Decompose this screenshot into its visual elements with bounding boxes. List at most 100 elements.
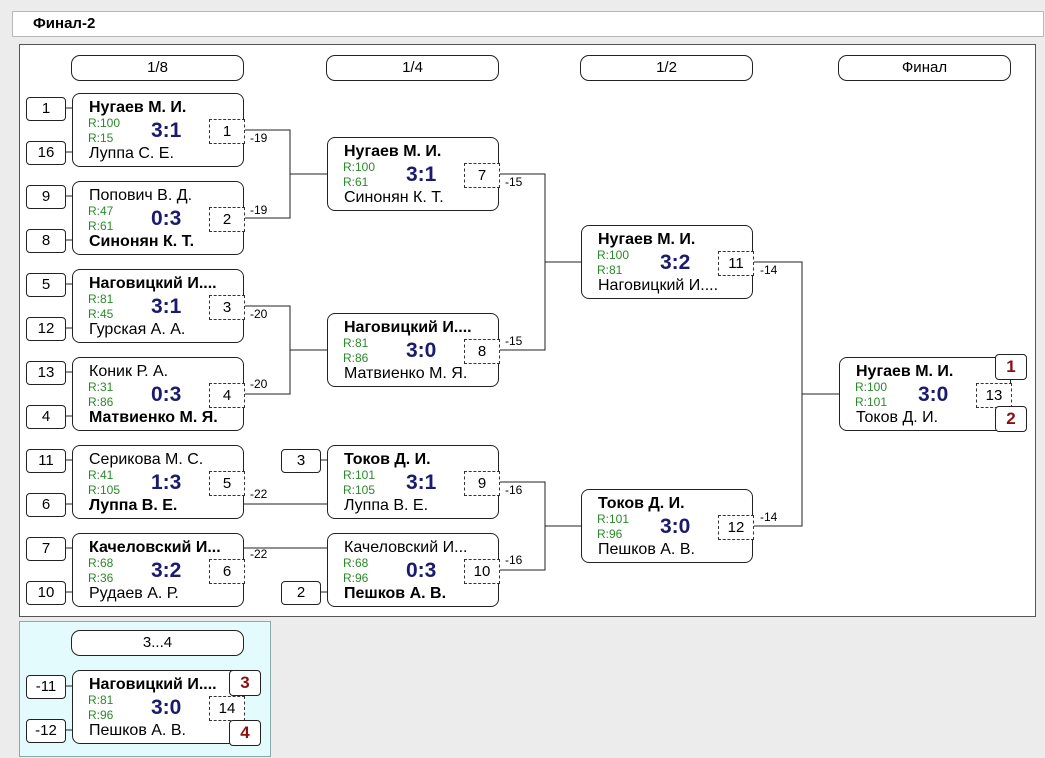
window-title-bar: Финал-2	[12, 11, 1044, 37]
match-card[interactable]: Попович В. Д. R:47 R:61 0:3 2 Синонян К.…	[72, 181, 245, 255]
match-score: 1:3	[151, 471, 182, 494]
match-number: 12	[718, 515, 754, 540]
player-bottom: Матвиенко М. Я.	[344, 365, 468, 382]
rating-bottom: R:36	[88, 571, 114, 585]
seed-number: 5	[26, 273, 66, 297]
seed-number: 13	[26, 361, 66, 385]
match-number: 2	[209, 207, 245, 232]
seed-number: 10	[26, 581, 66, 605]
match-number: 10	[464, 559, 500, 584]
match-score: 3:1	[406, 471, 437, 494]
rating-bottom: R:96	[88, 708, 114, 722]
match-card[interactable]: Нугаев М. И. R:100 R:15 3:1 1 Луппа С. Е…	[72, 93, 245, 167]
match-number: 9	[464, 471, 500, 496]
match-score: 3:1	[151, 295, 182, 318]
player-bottom: Токов Д. И.	[856, 409, 939, 426]
player-bottom: Синонян К. Т.	[89, 233, 195, 250]
match-score: 3:1	[151, 119, 182, 142]
match-score: 3:0	[660, 515, 691, 538]
player-bottom: Синонян К. Т.	[344, 189, 444, 206]
seed-number: 1	[26, 97, 66, 121]
seed-number: 7	[26, 537, 66, 561]
rating-bottom: R:81	[597, 263, 623, 277]
rating-top: R:81	[343, 336, 369, 350]
match-card[interactable]: Серикова М. С. R:41 R:105 1:3 5 Луппа В.…	[72, 445, 245, 519]
player-bottom: Наговицкий И....	[598, 277, 719, 294]
player-top: Токов Д. И.	[344, 451, 431, 468]
round-header-1-4[interactable]: 1/4	[326, 55, 499, 81]
match-card-final[interactable]: Нугаев М. И. R:100 R:101 3:0 13 Токов Д.…	[839, 357, 1012, 431]
rating-top: R:81	[88, 693, 114, 707]
match-score: 0:3	[406, 559, 437, 582]
loser-label: -22	[250, 547, 268, 561]
match-card[interactable]: Нугаев М. И. R:100 R:61 3:1 7 Синонян К.…	[327, 137, 500, 211]
loser-label: -20	[250, 377, 268, 391]
match-score: 0:3	[151, 207, 182, 230]
rating-top: R:101	[343, 468, 376, 482]
match-card[interactable]: Качеловский И... R:68 R:36 3:2 6 Рудаев …	[72, 533, 245, 607]
rating-top: R:100	[343, 160, 376, 174]
match-card[interactable]: Нугаев М. И. R:100 R:81 3:2 11 Наговицки…	[581, 225, 754, 299]
place-badge: 3	[229, 670, 261, 696]
rating-top: R:68	[88, 556, 114, 570]
match-score: 3:2	[151, 559, 182, 582]
loser-label: -19	[250, 203, 268, 217]
window-title: Финал-2	[33, 15, 96, 32]
place-badge: 1	[995, 354, 1027, 380]
loser-label: -19	[250, 131, 268, 145]
player-top: Нугаев М. И.	[598, 231, 696, 248]
match-score: 3:2	[660, 251, 691, 274]
round-header-1-2[interactable]: 1/2	[580, 55, 753, 81]
rating-top: R:101	[597, 512, 630, 526]
match-card[interactable]: Коник Р. А. R:31 R:86 0:3 4 Матвиенко М.…	[72, 357, 245, 431]
round-header-3-4[interactable]: 3...4	[71, 630, 244, 656]
rating-bottom: R:86	[88, 395, 114, 409]
match-card[interactable]: Наговицкий И.... R:81 R:86 3:0 8 Матвиен…	[327, 313, 500, 387]
rating-top: R:81	[88, 292, 114, 306]
seed-number: 8	[26, 229, 66, 253]
player-top: Коник Р. А.	[89, 363, 169, 380]
seed-number: 12	[26, 317, 66, 341]
loser-label: -15	[505, 175, 523, 189]
match-card[interactable]: Наговицкий И.... R:81 R:45 3:1 3 Гурская…	[72, 269, 245, 343]
place-badge: 2	[995, 406, 1027, 432]
rating-bottom: R:96	[597, 527, 623, 541]
match-card[interactable]: Токов Д. И. R:101 R:96 3:0 12 Пешков А. …	[581, 489, 754, 563]
match-score: 3:0	[406, 339, 437, 362]
player-top: Наговицкий И....	[89, 275, 217, 292]
rating-top: R:47	[88, 204, 114, 218]
match-card[interactable]: Токов Д. И. R:101 R:105 3:1 9 Луппа В. Е…	[327, 445, 500, 519]
place-badge: 4	[229, 720, 261, 746]
rating-bottom: R:61	[343, 175, 369, 189]
rating-top: R:100	[597, 248, 630, 262]
loser-label: -16	[505, 553, 523, 567]
match-card-third-place[interactable]: Наговицкий И.... R:81 R:96 3:0 14 Пешков…	[72, 670, 245, 744]
seed-number: 6	[26, 493, 66, 517]
rating-bottom: R:45	[88, 307, 114, 321]
match-card[interactable]: Качеловский И... R:68 R:96 0:3 10 Пешков…	[327, 533, 500, 607]
match-number: 8	[464, 339, 500, 364]
player-bottom: Гурская А. А.	[89, 321, 186, 338]
seed-number: 16	[26, 141, 66, 165]
loser-ref-number: -11	[26, 675, 66, 699]
player-bottom: Рудаев А. Р.	[89, 585, 179, 602]
round-header-1-8[interactable]: 1/8	[71, 55, 244, 81]
round-header-final[interactable]: Финал	[838, 55, 1011, 81]
rating-top: R:100	[855, 380, 888, 394]
player-top: Нугаев М. И.	[856, 363, 954, 380]
player-bottom: Пешков А. В.	[598, 541, 695, 558]
match-number: 6	[209, 559, 245, 584]
match-number: 14	[209, 696, 245, 721]
rating-bottom: R:96	[343, 571, 369, 585]
seed-number: 3	[281, 449, 321, 473]
loser-label: -20	[250, 307, 268, 321]
match-number: 1	[209, 119, 245, 144]
seed-number: 9	[26, 185, 66, 209]
player-bottom: Пешков А. В.	[344, 585, 447, 602]
rating-top: R:31	[88, 380, 114, 394]
match-number: 13	[976, 383, 1012, 408]
player-top: Качеловский И...	[89, 539, 221, 556]
player-top: Серикова М. С.	[89, 451, 204, 468]
player-bottom: Пешков А. В.	[89, 722, 186, 739]
player-bottom: Луппа В. Е.	[89, 497, 178, 514]
